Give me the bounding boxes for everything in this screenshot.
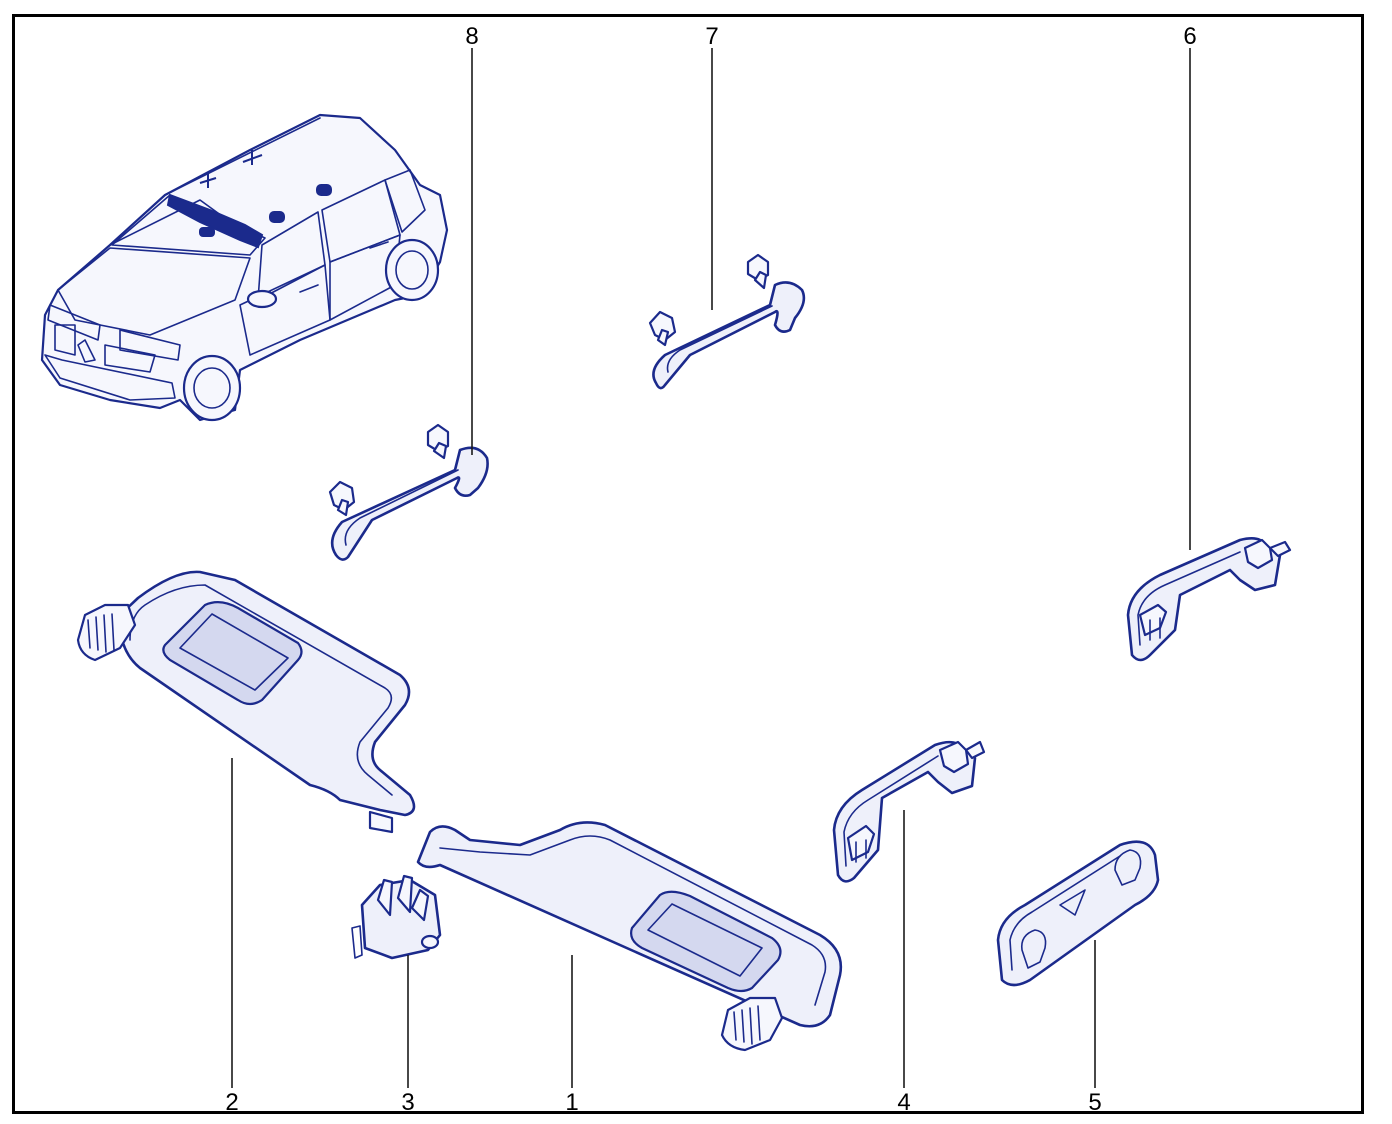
part-3-visor-clip: [351, 874, 442, 960]
part-6-grab-handle: [1126, 537, 1292, 662]
callout-2: 2: [225, 1089, 238, 1116]
callout-numbers: 8 7 6 2 3 1 4 5: [225, 23, 1196, 1116]
callout-7: 7: [705, 23, 718, 50]
diagram-frame: [12, 14, 1364, 1114]
callout-1: 1: [565, 1089, 578, 1116]
callout-3: 3: [401, 1089, 414, 1116]
part-5-cover: [996, 840, 1160, 987]
callout-6: 6: [1183, 23, 1196, 50]
part-7-grab-handle: [648, 253, 806, 390]
callout-5: 5: [1088, 1089, 1101, 1116]
part-2-sun-visor: [76, 570, 416, 834]
leader-lines: [231, 48, 1191, 1088]
part-4-grab-handle: [832, 740, 986, 883]
part-1-sun-visor: [416, 821, 843, 1052]
callout-8: 8: [465, 23, 478, 50]
part-8-grab-handle: [328, 423, 489, 561]
callout-4: 4: [897, 1089, 910, 1116]
car-illustration: [40, 113, 449, 422]
